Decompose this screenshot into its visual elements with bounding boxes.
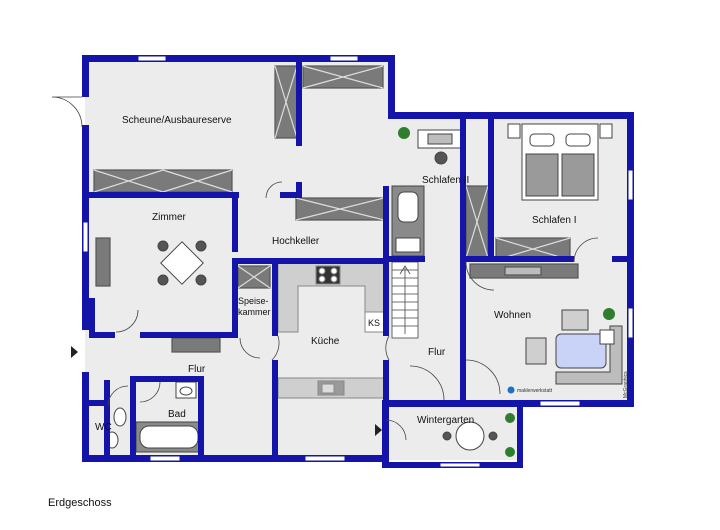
label-schlafen2: Schlafen II bbox=[422, 175, 469, 186]
label-zimmer: Zimmer bbox=[152, 212, 187, 223]
room-labels: Scheune/Ausbaureserve Zimmer Hochkeller … bbox=[95, 115, 576, 433]
walls bbox=[82, 55, 634, 468]
label-wohnen: Wohnen bbox=[494, 310, 531, 321]
label-hochkeller: Hochkeller bbox=[272, 236, 320, 247]
label-wintergarten: Wintergarten bbox=[417, 415, 474, 426]
label-flur-left: Flur bbox=[188, 364, 206, 375]
furniture bbox=[93, 65, 579, 353]
bathroom-fixtures bbox=[105, 185, 425, 453]
plants bbox=[398, 127, 615, 457]
label-scheune: Scheune/Ausbaureserve bbox=[122, 115, 232, 126]
vertical-mark: McGraphics bbox=[623, 371, 629, 398]
windows bbox=[82, 55, 634, 468]
label-speise-line2: kammer bbox=[238, 307, 271, 317]
label-speise-line1: Speise- bbox=[238, 296, 269, 306]
brand-text: maklerwerkstatt bbox=[517, 388, 553, 394]
label-bad: Bad bbox=[168, 409, 186, 420]
living-furniture bbox=[157, 123, 623, 451]
label-flur-center: Flur bbox=[428, 347, 446, 358]
label-ks: KS bbox=[368, 318, 380, 328]
staircase bbox=[391, 261, 419, 339]
brand-logo: maklerwerkstatt bbox=[507, 386, 553, 394]
entrance-arrows bbox=[71, 346, 382, 436]
label-schlafen1: Schlafen I bbox=[532, 215, 576, 226]
label-kueche: Küche bbox=[311, 336, 340, 347]
floor-caption: Erdgeschoss bbox=[48, 497, 112, 509]
label-wc: WC bbox=[95, 422, 112, 433]
door-swings bbox=[51, 96, 599, 441]
